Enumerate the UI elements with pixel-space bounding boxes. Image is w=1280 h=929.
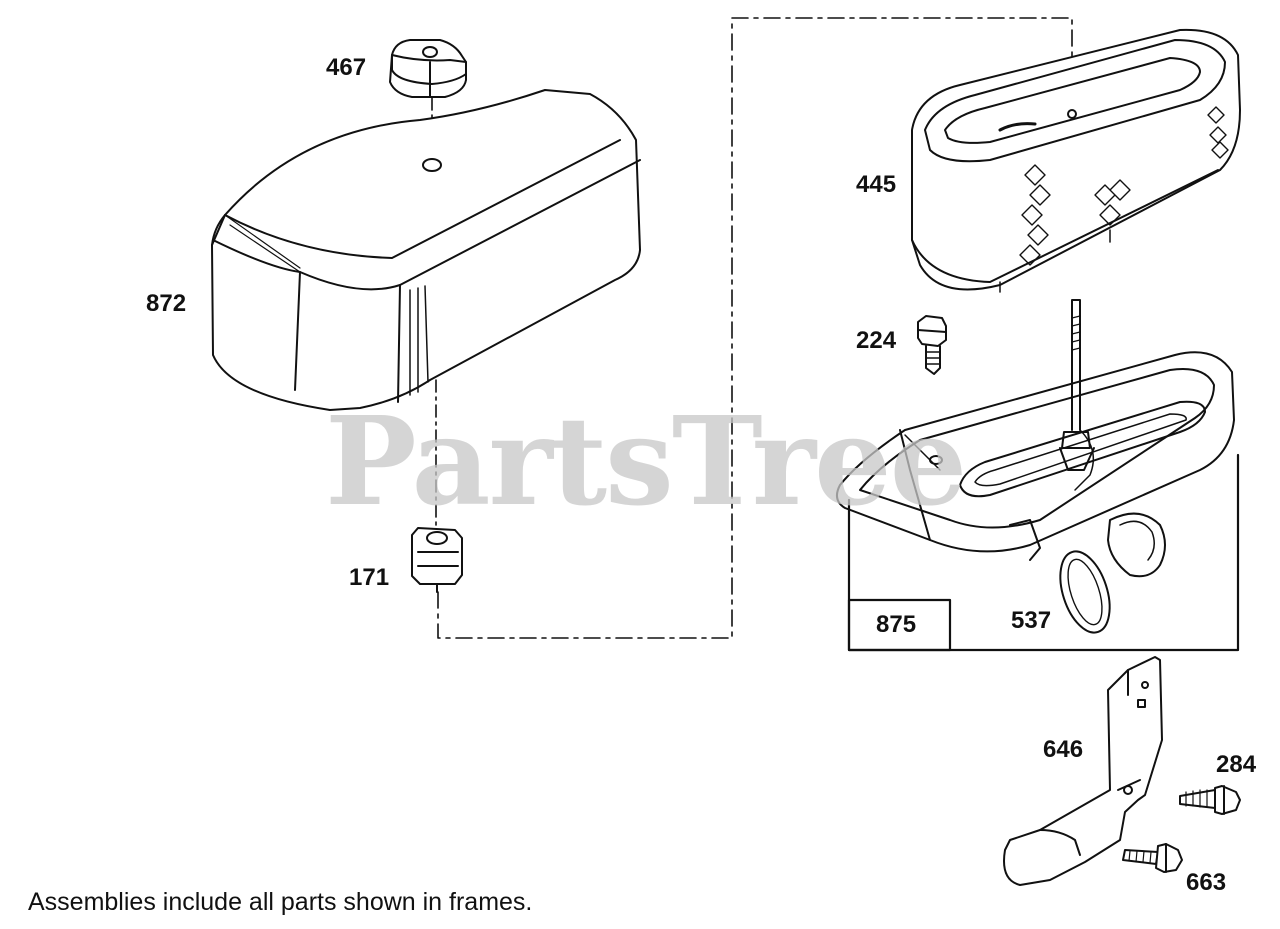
part-label-663: 663 (1186, 869, 1227, 896)
air-filter-445 (911, 28, 1241, 293)
watermark: PartsTree (325, 389, 967, 533)
gasket-537 (1059, 550, 1111, 634)
screw-224 (917, 315, 947, 375)
footnote: Assemblies include all parts shown in fr… (28, 888, 533, 916)
part-label-284: 284 (1216, 751, 1257, 778)
part-label-224: 224 (856, 327, 897, 354)
grommet-171 (411, 527, 463, 593)
screw-663 (1122, 843, 1183, 873)
part-label-646: 646 (1043, 736, 1084, 763)
assembly-frame-875 (847, 453, 1240, 652)
connector-171-445 (437, 17, 1073, 639)
knob-467 (389, 39, 467, 98)
part-label-875: 875 (876, 611, 917, 638)
filter-diamond-pattern (1019, 106, 1229, 266)
part-label-872: 872 (146, 290, 187, 317)
bracket-646 (1003, 656, 1163, 886)
part-label-171: 171 (349, 564, 390, 591)
cover-872 (211, 89, 641, 411)
screw-284 (1179, 785, 1241, 815)
part-label-537: 537 (1011, 607, 1052, 634)
part-label-467: 467 (326, 54, 367, 81)
filter-base-875 (835, 299, 1235, 578)
part-label-445: 445 (856, 171, 897, 198)
